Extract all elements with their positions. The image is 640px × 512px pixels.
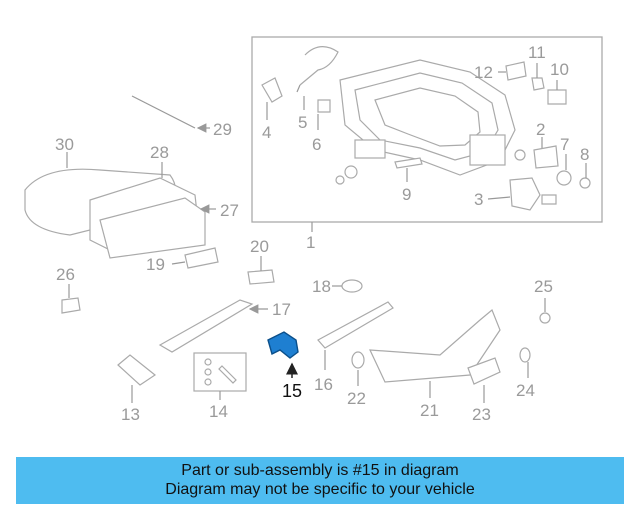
label-16: 16 <box>314 375 333 394</box>
part-18-knob <box>341 279 363 293</box>
label-7: 7 <box>560 135 569 154</box>
part-6-clip <box>317 99 331 113</box>
label-22: 22 <box>347 389 366 408</box>
label-15-highlighted: 15 <box>282 381 302 401</box>
part-15-bracket-highlighted[interactable] <box>267 331 299 359</box>
part-7-nut <box>556 170 572 186</box>
banner-line-2: Diagram may not be specific to your vehi… <box>165 481 475 498</box>
frame-small-parts <box>261 61 591 211</box>
part-26-bracket <box>61 297 81 314</box>
part-2-bracket <box>533 145 559 169</box>
part-10-bolt <box>547 89 567 105</box>
label-6: 6 <box>312 135 321 154</box>
label-10: 10 <box>550 60 569 79</box>
label-28: 28 <box>150 143 169 162</box>
seat-cushion <box>24 168 206 259</box>
part-21-side-shield <box>369 309 501 383</box>
label-27: 27 <box>220 201 239 220</box>
leader-lines <box>66 63 587 403</box>
part-3-mechanism <box>509 177 541 211</box>
seat-frame-assembly-box <box>251 36 603 223</box>
parts-diagram: 1 2 3 4 5 6 7 8 9 10 11 12 13 14 15 16 1… <box>24 36 603 424</box>
part-13-bracket <box>117 354 157 386</box>
label-14: 14 <box>209 402 228 421</box>
part-19-bracket <box>184 247 219 269</box>
label-26: 26 <box>56 265 75 284</box>
label-9: 9 <box>402 185 411 204</box>
part-4-bracket <box>261 77 283 103</box>
label-4: 4 <box>262 123 271 142</box>
part-17-rail-cover <box>158 299 254 353</box>
part-14-kit-box <box>193 352 247 392</box>
part-labels: 1 2 3 4 5 6 7 8 9 10 11 12 13 14 15 16 1… <box>55 43 589 424</box>
info-banner: Part or sub-assembly is #15 in diagram D… <box>16 457 624 504</box>
label-29: 29 <box>213 120 232 139</box>
part-11-nut <box>531 77 545 91</box>
label-23: 23 <box>472 405 491 424</box>
label-2: 2 <box>536 120 545 139</box>
label-12: 12 <box>474 63 493 82</box>
part-12-bracket <box>505 61 527 81</box>
label-30: 30 <box>55 135 74 154</box>
part-8-cap <box>579 177 591 189</box>
part-23-handle <box>467 357 501 385</box>
part-29-wire <box>131 95 196 129</box>
label-20: 20 <box>250 237 269 256</box>
part-22-knob <box>351 351 365 369</box>
label-21: 21 <box>420 401 439 420</box>
part-27-cushion-frame <box>99 197 206 259</box>
banner-line-1: Part or sub-assembly is #15 in diagram <box>181 462 459 479</box>
label-1: 1 <box>306 233 315 252</box>
label-3: 3 <box>474 190 483 209</box>
label-24: 24 <box>516 381 535 400</box>
part-24-cap <box>519 347 531 363</box>
label-5: 5 <box>298 113 307 132</box>
seat-frame <box>296 46 526 185</box>
label-19: 19 <box>146 255 165 274</box>
label-11: 11 <box>528 43 546 62</box>
part-16-rail <box>317 301 394 349</box>
label-17: 17 <box>272 300 291 319</box>
part-25-cap <box>539 312 551 324</box>
part-20-clip <box>247 269 275 285</box>
label-25: 25 <box>534 277 553 296</box>
label-18: 18 <box>312 277 331 296</box>
label-13: 13 <box>121 405 140 424</box>
label-8: 8 <box>580 145 589 164</box>
part-3-bolt <box>541 194 557 205</box>
